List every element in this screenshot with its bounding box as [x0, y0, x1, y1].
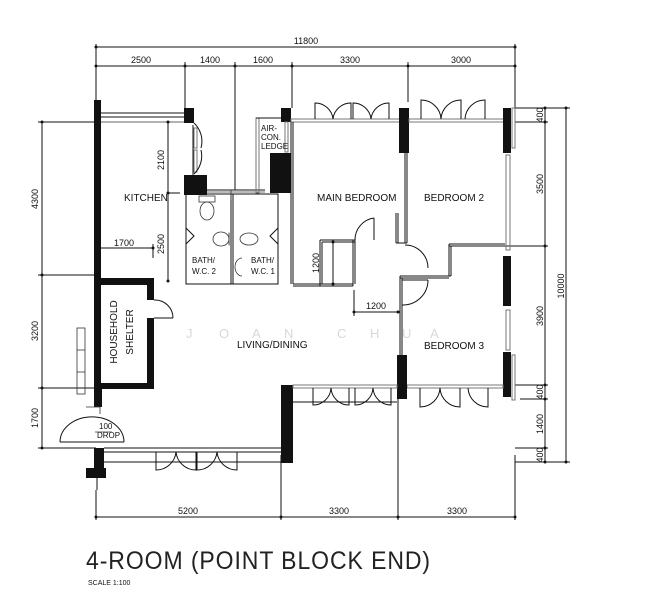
walls — [86, 100, 516, 490]
dim-left-3: 1700 — [30, 408, 40, 428]
label-drop: DROP — [97, 431, 120, 440]
label-kitchen: KITCHEN — [124, 193, 168, 204]
dim-kitchen-width: 1700 — [114, 238, 134, 248]
plan-scale: SCALE 1:100 — [88, 580, 131, 587]
svg-text:U: U — [402, 326, 411, 341]
interior-dimension-lines — [101, 120, 400, 316]
label-aircon-line2: CON. — [261, 133, 281, 142]
label-bath-1-line2: W.C. 1 — [251, 267, 276, 276]
left-dimension-lines — [38, 120, 96, 450]
label-main-bedroom: MAIN BEDROOM — [317, 193, 396, 204]
dim-left-1: 4300 — [30, 189, 40, 209]
dim-bath-height: 2500 — [156, 234, 166, 254]
doors — [59, 217, 429, 443]
dim-top-4: 3300 — [340, 55, 360, 65]
dim-bottom-2: 3300 — [329, 506, 349, 516]
dim-right-1: 400 — [535, 107, 545, 122]
watermark: J O A N C H U A — [186, 326, 439, 341]
svg-text:N: N — [284, 326, 293, 341]
dim-bottom-1: 5200 — [178, 506, 198, 516]
label-drop-value: 100 — [99, 422, 113, 431]
svg-text:H: H — [370, 326, 379, 341]
label-bath-2-line2: W.C. 2 — [192, 267, 217, 276]
dim-right-4: 400 — [535, 384, 545, 399]
svg-text:C: C — [337, 326, 346, 341]
label-bedroom-3: BEDROOM 3 — [424, 341, 484, 352]
dim-corridor-width: 1200 — [366, 301, 386, 311]
dim-right-overall: 10000 — [556, 273, 566, 298]
plan-title: 4-ROOM (POINT BLOCK END) — [86, 547, 431, 575]
windows — [155, 99, 489, 471]
dim-main-bedroom-step: 1200 — [311, 253, 321, 273]
dim-bottom-3: 3300 — [447, 506, 467, 516]
svg-text:J: J — [186, 326, 193, 341]
dim-right-5: 1400 — [535, 414, 545, 434]
dim-top-5: 3000 — [451, 55, 471, 65]
label-household: HOUSEHOLD — [109, 300, 120, 363]
dim-right-6: 400 — [535, 447, 545, 462]
label-bedroom-2: BEDROOM 2 — [424, 193, 484, 204]
dim-top-1: 2500 — [131, 55, 151, 65]
dim-right-2: 3500 — [535, 174, 545, 194]
dim-left-2: 3200 — [30, 321, 40, 341]
toilet-fixtures — [198, 195, 259, 277]
right-dimension-lines — [505, 106, 570, 464]
label-aircon-line3: LEDGE — [261, 142, 288, 151]
dim-top-2: 1400 — [200, 55, 220, 65]
dim-kitchen-height: 2100 — [156, 150, 166, 170]
label-bath-1-line1: BATH/ — [251, 256, 275, 265]
dim-right-3: 3900 — [535, 306, 545, 326]
dim-top-overall: 11800 — [294, 36, 318, 46]
label-living-dining: LIVING/DINING — [237, 340, 308, 351]
svg-text:A: A — [430, 326, 439, 341]
top-dimension-lines — [94, 44, 517, 190]
label-bath-2-line1: BATH/ — [192, 256, 216, 265]
svg-text:O: O — [219, 326, 229, 341]
label-shelter: SHELTER — [125, 309, 136, 354]
dim-top-3: 1600 — [253, 55, 273, 65]
bottom-dimension-lines — [94, 380, 517, 520]
label-aircon-line1: AIR- — [261, 124, 277, 133]
svg-text:A: A — [252, 326, 261, 341]
